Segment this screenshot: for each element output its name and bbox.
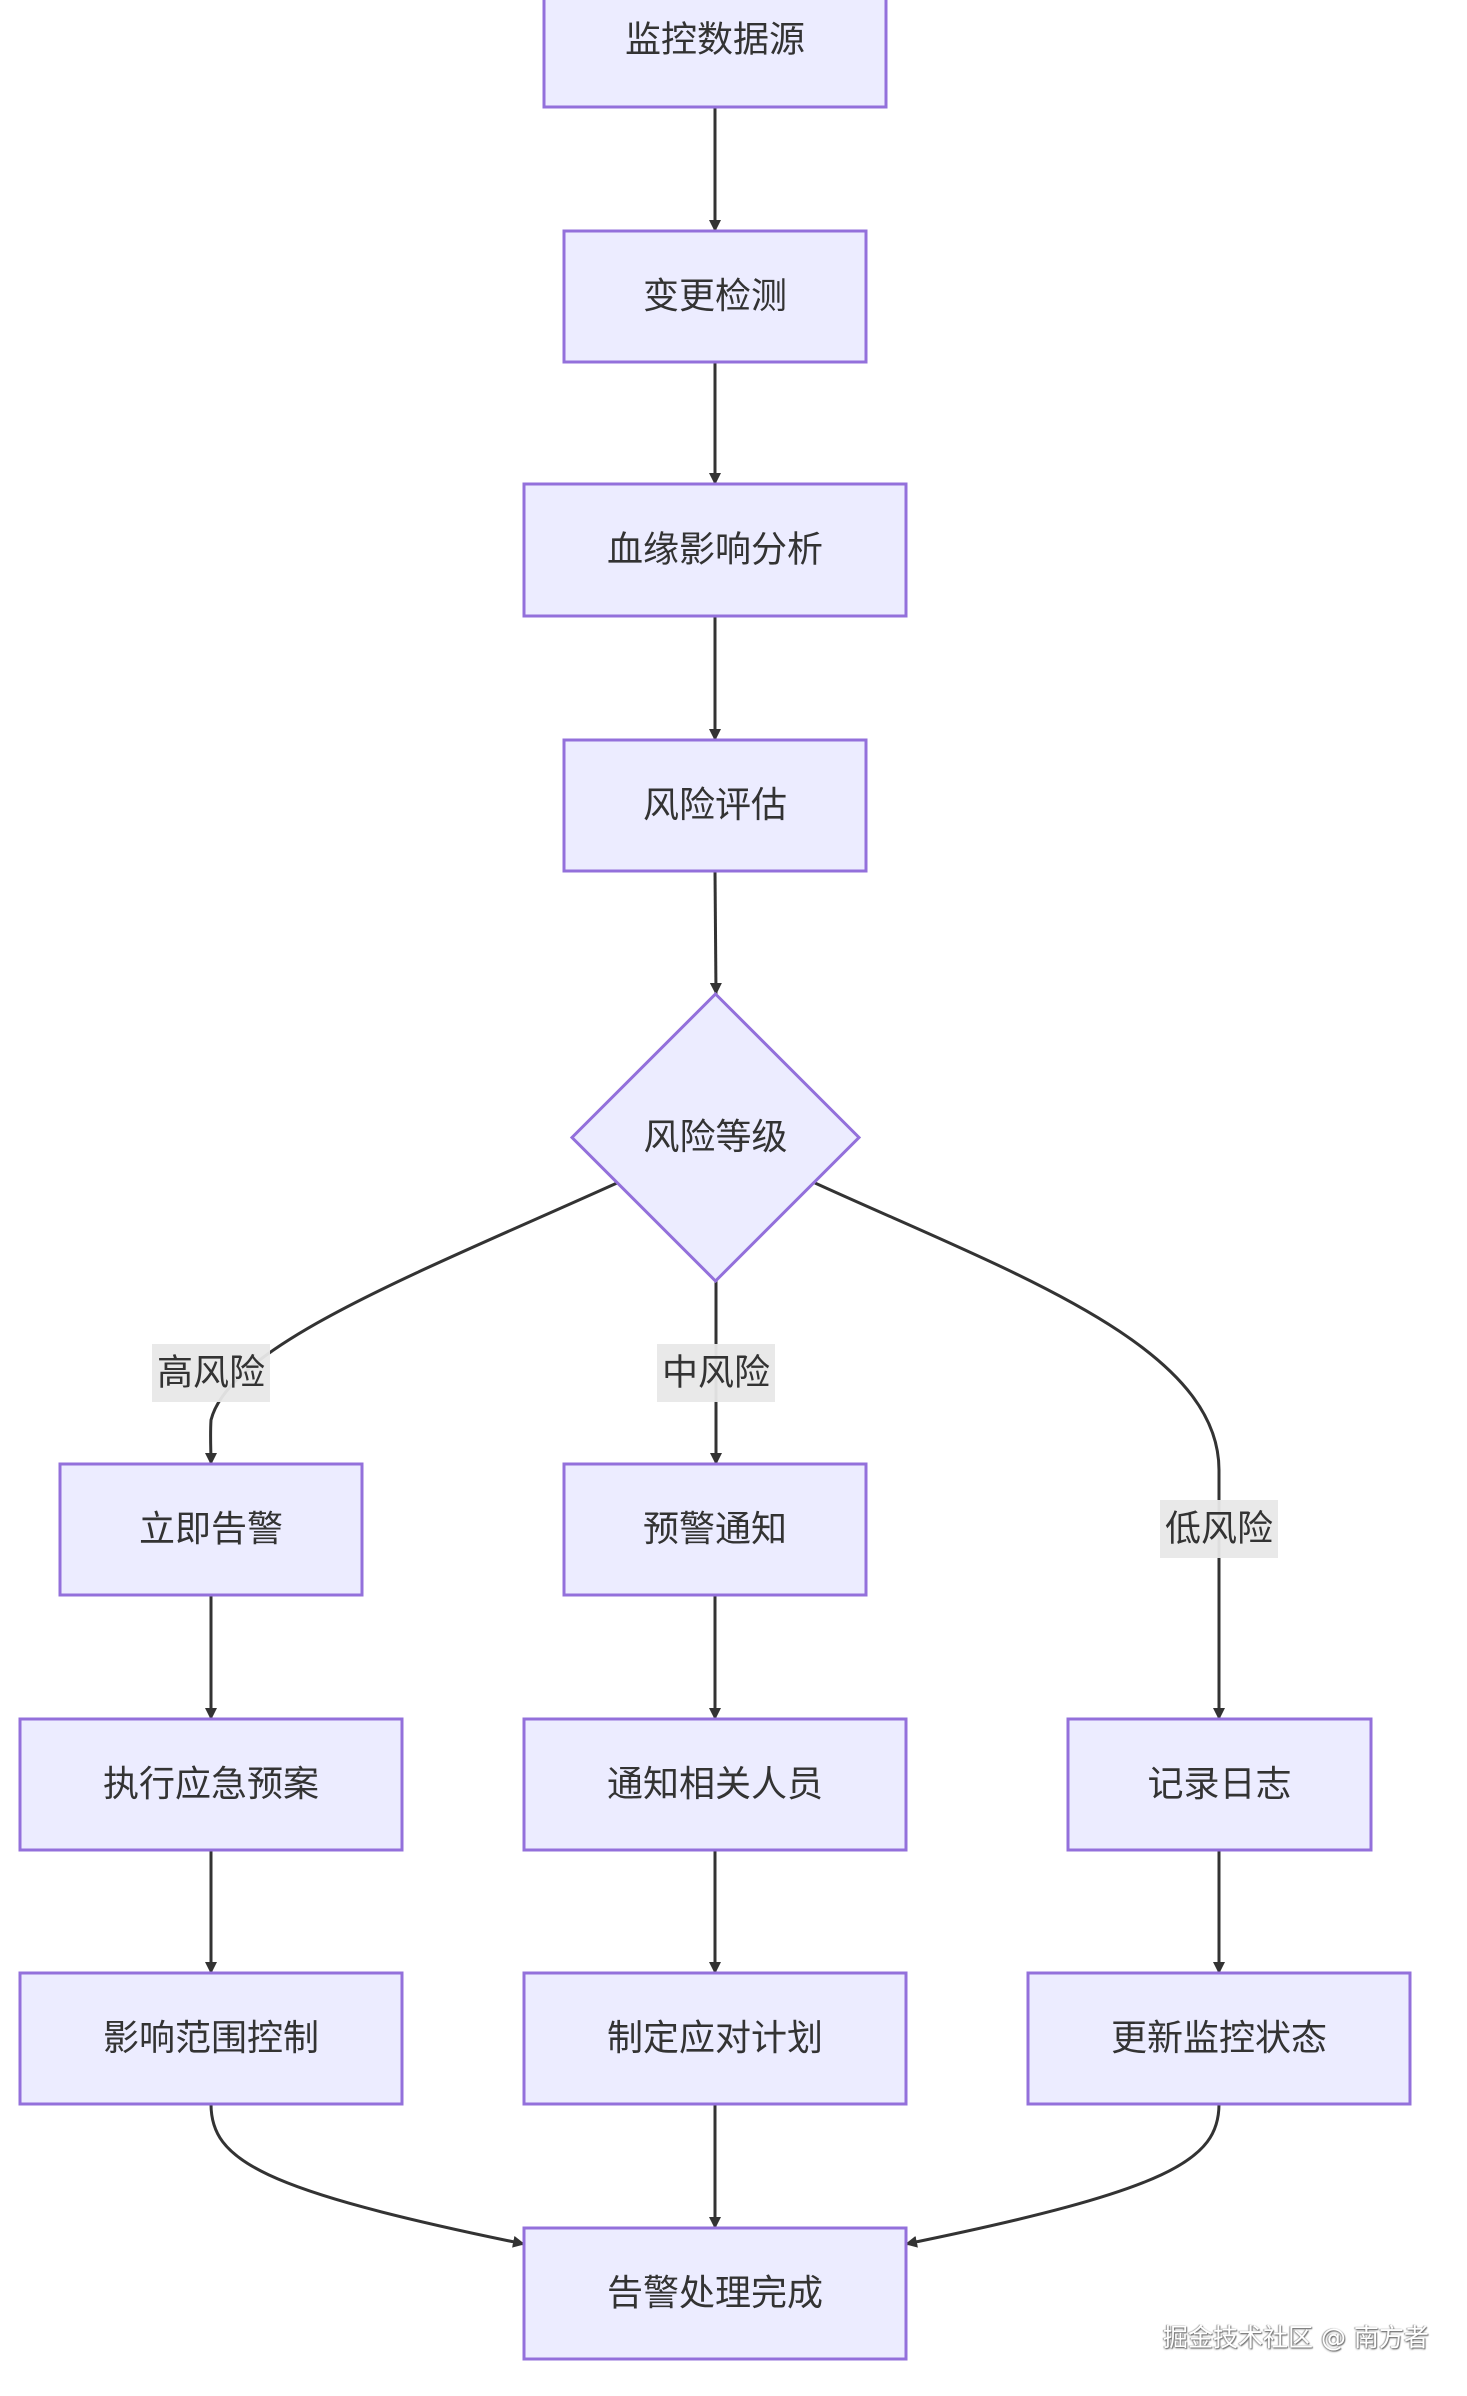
process-node: 记录日志: [1066, 1717, 1373, 1852]
node-box: [18, 1717, 404, 1852]
process-node: 立即告警: [58, 1462, 364, 1597]
process-node: 风险评估: [562, 738, 868, 873]
node-label: 预警通知: [643, 1509, 787, 1550]
node-label: 影响范围控制: [103, 2018, 319, 2059]
watermark: 掘金技术社区 @ 南方者: [1163, 2323, 1429, 2352]
edge-label-text: 高风险: [157, 1353, 265, 1394]
edge-m-n: [905, 2103, 1221, 2248]
process-node: 血缘影响分析: [522, 482, 908, 618]
node-label: 制定应对计划: [607, 2018, 823, 2059]
node-label: 监控数据源: [625, 20, 805, 61]
node-label: 风险评估: [643, 785, 787, 826]
node-label: 更新监控状态: [1111, 2018, 1327, 2059]
edge-label: 低风险: [1160, 1500, 1278, 1558]
node-box: [1066, 1717, 1373, 1852]
node-label: 记录日志: [1147, 1764, 1291, 1805]
process-node: 预警通知: [562, 1462, 868, 1597]
edge-label-background: [657, 1344, 775, 1402]
edge-h-n: [209, 2103, 525, 2248]
node-box: [522, 1717, 908, 1852]
process-node: 影响范围控制: [18, 1971, 404, 2106]
node-box: [58, 1462, 364, 1597]
node-box: [562, 229, 868, 364]
edge-label-text: 低风险: [1165, 1509, 1273, 1550]
node-box: [562, 1462, 868, 1597]
node-label: 变更检测: [643, 276, 787, 317]
decision-diamond: [569, 991, 862, 1284]
process-node: 告警处理完成: [522, 2226, 908, 2361]
edge-label-background: [152, 1344, 270, 1402]
edge-d-e: [709, 870, 722, 995]
edge-label-text: 中风险: [662, 1353, 770, 1394]
process-node: 变更检测: [562, 229, 868, 364]
decision-node: 风险等级: [569, 991, 862, 1284]
edge-label: 高风险: [152, 1344, 270, 1402]
node-label: 血缘影响分析: [607, 530, 823, 571]
node-box: [522, 1971, 908, 2106]
node-box: [562, 738, 868, 873]
process-node: 制定应对计划: [522, 1971, 908, 2106]
process-node: 更新监控状态: [1026, 1971, 1412, 2106]
node-box: [1026, 1971, 1412, 2106]
node-label: 立即告警: [139, 1509, 283, 1550]
process-node: 执行应急预案: [18, 1717, 404, 1852]
node-label: 告警处理完成: [607, 2273, 823, 2314]
edge-label-background: [1160, 1500, 1278, 1558]
node-box: [522, 482, 908, 618]
edge-e-l: [814, 1181, 1225, 1720]
node-box: [18, 1971, 404, 2106]
edge-e-f: [204, 1181, 618, 1465]
node-box: [522, 2226, 908, 2361]
process-node: 通知相关人员: [522, 1717, 908, 1852]
process-node: 监控数据源: [542, 0, 888, 109]
node-label: 执行应急预案: [103, 1764, 319, 1805]
node-box: [542, 0, 888, 109]
node-label: 风险等级: [643, 1117, 787, 1158]
node-label: 通知相关人员: [607, 1764, 823, 1805]
edge-label: 中风险: [657, 1344, 775, 1402]
